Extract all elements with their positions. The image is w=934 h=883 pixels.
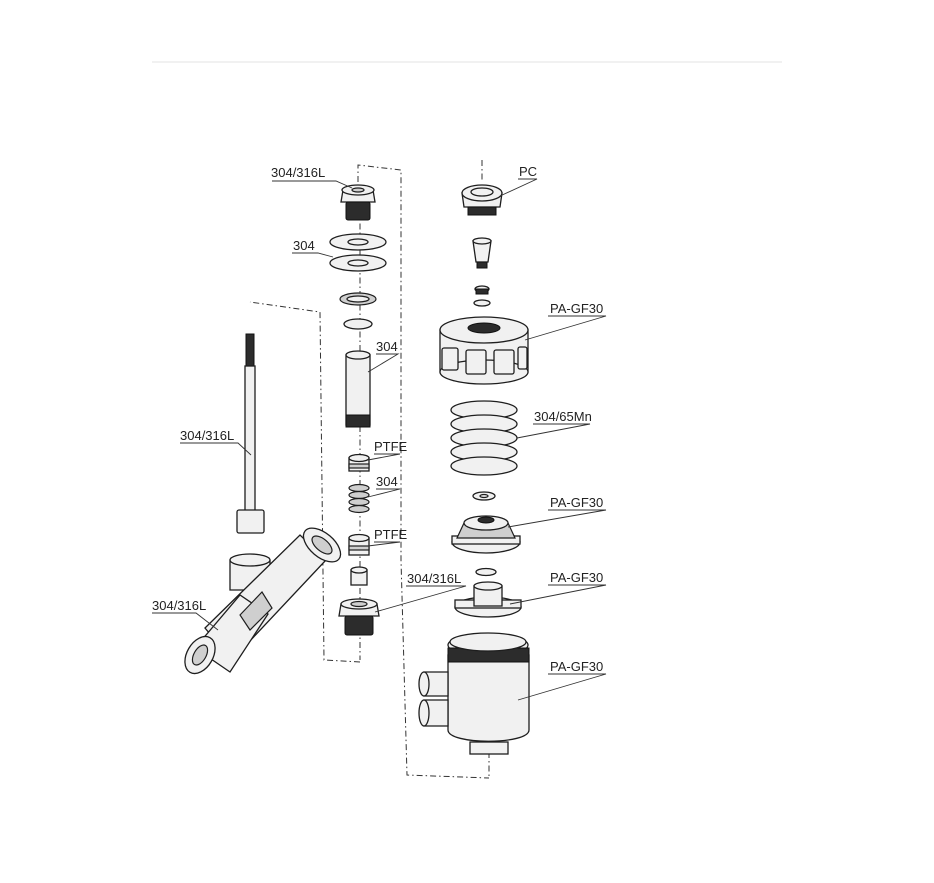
seat-oring <box>475 567 497 577</box>
label-stem: 304/316L <box>180 428 234 443</box>
label-sleeve: 304 <box>376 339 398 354</box>
label-body: 304/316L <box>152 598 206 613</box>
stem-collar <box>236 509 265 534</box>
piston <box>451 515 521 554</box>
middle-stack <box>329 184 387 636</box>
label-main-spring: 304/65Mn <box>534 409 592 424</box>
label-ptfe-lower: PTFE <box>374 527 408 542</box>
bottom-nut <box>338 598 380 636</box>
actuator-cap <box>439 316 529 385</box>
spacer <box>350 566 368 586</box>
label-piston: PA-GF30 <box>550 495 603 510</box>
ptfe-bushing-lower <box>348 533 370 556</box>
callout-labels: 304/316L 304 304 PTFE 304 PTFE 304/316L … <box>152 164 603 674</box>
stem-rod <box>244 365 256 512</box>
actuator-stack <box>418 184 530 755</box>
seal-ring-2 <box>343 318 373 330</box>
small-washer <box>473 299 491 307</box>
main-spring <box>450 400 518 476</box>
leader-lines <box>152 178 607 701</box>
indicator-cap <box>461 184 503 216</box>
piston-seat <box>454 581 522 618</box>
label-piston-seat: PA-GF30 <box>550 570 603 585</box>
label-actuator-cap: PA-GF30 <box>550 301 603 316</box>
label-housing: PA-GF30 <box>550 659 603 674</box>
ptfe-bushing-upper <box>348 453 370 472</box>
y-body <box>184 527 342 675</box>
stem-tip <box>245 333 255 367</box>
label-bottom-nut: 304/316L <box>407 571 461 586</box>
small-spring <box>348 483 370 514</box>
housing <box>418 632 530 755</box>
stem-assembly <box>236 333 265 534</box>
label-ptfe-upper: PTFE <box>374 439 408 454</box>
label-indicator-cap: PC <box>519 164 537 179</box>
label-washers: 304 <box>293 238 315 253</box>
indicator-pin <box>472 237 492 269</box>
top-nut <box>340 184 376 221</box>
sleeve <box>345 350 371 428</box>
label-small-spring: 304 <box>376 474 398 489</box>
label-top-nut: 304/316L <box>271 165 325 180</box>
